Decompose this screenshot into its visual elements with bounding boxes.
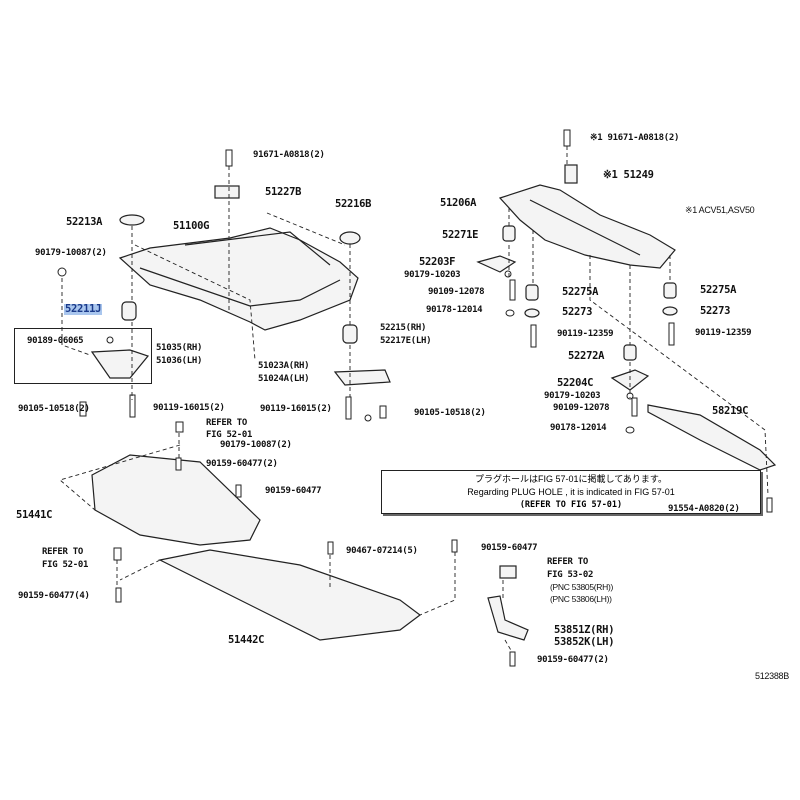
stopper-52275A-right <box>663 282 677 299</box>
part-label[interactable]: 90159-60477(2) <box>206 459 278 469</box>
refer-label: REFER TO <box>42 547 83 557</box>
pnc-label: (PNC 53806(LH)) <box>550 594 612 604</box>
stopper-52211J <box>121 301 137 321</box>
part-label[interactable]: 52203F <box>419 256 456 268</box>
part-label[interactable]: 90159-60477(4) <box>18 591 90 601</box>
brace-58219C <box>647 404 777 471</box>
part-label[interactable]: 52273 <box>700 305 731 317</box>
part-label[interactable]: 52275A <box>562 286 599 298</box>
refer-label: REFER TO <box>547 557 588 567</box>
rear-crossmember-51206A <box>498 184 676 269</box>
part-label[interactable]: 51206A <box>440 197 477 209</box>
note-english: Regarding PLUG HOLE , it is indicated in… <box>467 487 675 497</box>
part-label[interactable]: 90119-12359 <box>695 328 752 338</box>
part-label[interactable]: 90105-10518(2) <box>414 408 486 418</box>
part-label[interactable]: 90109-12078 <box>428 287 485 297</box>
part-label[interactable]: 90159-60477 <box>265 486 322 496</box>
part-label[interactable]: 90467-07214(5) <box>346 546 418 556</box>
engine-under-cover-51441C <box>91 454 261 546</box>
refer-link[interactable]: FIG 52-01 <box>206 430 253 440</box>
front-subframe-51100G <box>118 227 359 331</box>
bracket-51249 <box>564 164 578 184</box>
part-label[interactable]: 51035(RH) <box>156 343 203 353</box>
part-label[interactable]: 90109-12078 <box>553 403 610 413</box>
part-label[interactable]: 52213A <box>66 216 103 228</box>
refer-label: REFER TO <box>206 418 247 428</box>
refer-link[interactable]: FIG 53-02 <box>547 570 594 580</box>
part-label[interactable]: 51100G <box>173 220 210 232</box>
part-label[interactable]: 90178-12014 <box>426 305 483 315</box>
part-label[interactable]: ※1 51249 <box>603 169 654 181</box>
part-label[interactable]: 52215(RH) <box>380 323 427 333</box>
part-label[interactable]: 90119-16015(2) <box>260 404 332 414</box>
stopper-52271E <box>502 225 516 242</box>
part-label[interactable]: 90119-16015(2) <box>153 403 225 413</box>
part-label[interactable]: 52204C <box>557 377 594 389</box>
part-label[interactable]: 90179-10203 <box>404 270 461 280</box>
part-label[interactable]: 90179-10087(2) <box>35 248 107 258</box>
part-label[interactable]: 53851Z(RH) <box>554 624 615 636</box>
part-label-highlighted[interactable]: 52211J <box>64 303 103 315</box>
part-label[interactable]: 90179-10203 <box>544 391 601 401</box>
detail-box <box>14 328 152 384</box>
part-label[interactable]: 91554-A0820(2) <box>668 504 740 514</box>
bracket-52203F <box>476 255 517 273</box>
note-refer-link[interactable]: (REFER TO FIG 57-01) <box>519 500 623 510</box>
part-label[interactable]: 90105-10518(2) <box>18 404 90 414</box>
part-label[interactable]: 90119-12359 <box>557 329 614 339</box>
part-label[interactable]: 52271E <box>442 229 479 241</box>
washer-52273-left <box>524 308 540 318</box>
stopper-52272A <box>623 344 637 361</box>
note-japanese: プラグホールはFIG 57-01に掲載してあります。 <box>474 474 668 484</box>
cushion-52213A <box>119 214 145 226</box>
bracket-51227B <box>214 185 240 199</box>
part-label[interactable]: 90189-06065 <box>27 336 84 346</box>
part-label[interactable]: 51227B <box>265 186 302 198</box>
refer-link[interactable]: FIG 52-01 <box>42 560 89 570</box>
cushion-52216B <box>339 231 361 245</box>
part-label[interactable]: 51442C <box>228 634 265 646</box>
part-label[interactable]: 90179-10087(2) <box>220 440 292 450</box>
plug-hole-note: プラグホールはFIG 57-01に掲載してあります。 Regarding PLU… <box>381 470 761 514</box>
part-label[interactable]: 91671-A0818(2) <box>253 150 325 160</box>
stopper-52215 <box>342 324 358 344</box>
part-label[interactable]: 52273 <box>562 306 593 318</box>
part-label[interactable]: 90159-60477(2) <box>537 655 609 665</box>
stopper-52275A-left <box>525 284 539 301</box>
part-label[interactable]: 90178-12014 <box>550 423 607 433</box>
part-label[interactable]: 51023A(RH) <box>258 361 310 371</box>
part-label[interactable]: 58219C <box>712 405 749 417</box>
applicability-note: ※1 ACV51,ASV50 <box>685 205 755 215</box>
part-label[interactable]: 51036(LH) <box>156 356 203 366</box>
stay-51023A <box>333 369 391 386</box>
engine-under-cover-51442C <box>158 549 421 641</box>
diagram-id: 512388B <box>755 671 789 681</box>
part-label[interactable]: 52217E(LH) <box>380 336 432 346</box>
part-label[interactable]: 52272A <box>568 350 605 362</box>
part-label[interactable]: ※1 91671-A0818(2) <box>590 133 680 143</box>
part-label[interactable]: 51441C <box>16 509 53 521</box>
part-label[interactable]: 52216B <box>335 198 372 210</box>
part-label[interactable]: 51024A(LH) <box>258 374 310 384</box>
part-label[interactable]: 52275A <box>700 284 737 296</box>
part-label[interactable]: 53852K(LH) <box>554 636 615 648</box>
washer-52273-right <box>662 306 678 316</box>
part-label[interactable]: 90159-60477 <box>481 543 538 553</box>
pnc-label: (PNC 53805(RH)) <box>550 582 614 592</box>
bracket-51035 <box>90 349 150 379</box>
clip-refer-53-02 <box>499 565 517 579</box>
bracket-53851Z <box>487 595 529 641</box>
